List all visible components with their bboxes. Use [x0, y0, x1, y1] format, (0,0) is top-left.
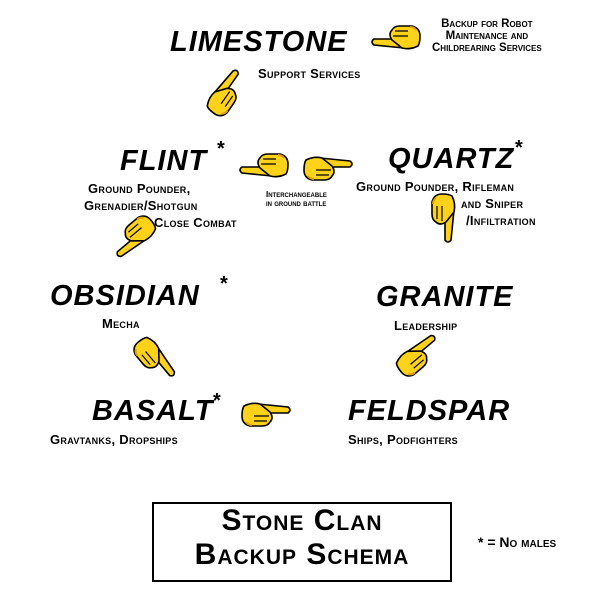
- note-line: Childrearing Services: [432, 42, 542, 54]
- node-limestone-name: LIMESTONE: [170, 26, 348, 58]
- note-line: Backup for Robot: [441, 18, 533, 30]
- node-basalt-name: BASALT: [92, 395, 214, 427]
- note-line: Interchangeable: [266, 190, 327, 199]
- pointing-hand-icon: [370, 24, 424, 54]
- desc-line: Close Combat: [154, 215, 237, 230]
- desc-line: and Sniper: [461, 196, 524, 211]
- node-feldspar-desc: Ships, Podfighters: [348, 432, 458, 447]
- note-line: Maintenance and: [445, 30, 529, 42]
- no-males-star: *: [213, 390, 221, 412]
- node-obsidian-name: OBSIDIAN: [50, 280, 200, 312]
- note-line: in ground battle: [266, 199, 327, 208]
- interchangeable-note: Interchangeable in ground battle: [266, 190, 327, 208]
- pointing-hand-icon: [300, 152, 354, 182]
- desc-line: Ground Pounder, Rifleman: [356, 179, 515, 194]
- pointing-hand-icon: [430, 190, 460, 244]
- desc-line: /Infiltration: [466, 213, 536, 228]
- pointing-hand-icon: [126, 328, 184, 389]
- pointing-hand-icon: [197, 62, 253, 123]
- desc-line: Grenadier/Shotgun: [84, 198, 198, 213]
- limestone-note: Backup for Robot Maintenance and Childre…: [432, 18, 542, 54]
- pointing-hand-icon: [238, 152, 292, 182]
- pointing-hand-icon: [105, 208, 166, 266]
- node-granite-desc: Leadership: [394, 318, 458, 333]
- node-basalt-desc: Gravtanks, Dropships: [50, 432, 178, 447]
- diagram-title: Stone Clan Backup Schema: [152, 502, 452, 582]
- pointing-hand-icon: [238, 398, 292, 428]
- desc-line: Ground Pounder,: [88, 181, 191, 196]
- no-males-star: *: [515, 137, 523, 159]
- node-granite-name: GRANITE: [376, 281, 514, 313]
- legend-no-males: * = No males: [478, 534, 557, 550]
- node-quartz-name: QUARTZ: [388, 143, 515, 175]
- title-line: Stone Clan: [221, 504, 383, 537]
- pointing-hand-icon: [387, 326, 448, 384]
- node-limestone-desc: Support Services: [258, 66, 361, 81]
- title-line: Backup Schema: [194, 538, 410, 571]
- node-feldspar-name: FELDSPAR: [348, 395, 511, 427]
- no-males-star: *: [220, 273, 228, 295]
- node-flint-name: FLINT: [120, 145, 208, 177]
- node-obsidian-desc: Mecha: [102, 316, 140, 331]
- no-males-star: *: [217, 138, 225, 160]
- node-flint-desc: Ground Pounder, Grenadier/Shotgun Close …: [84, 180, 237, 231]
- node-quartz-desc: Ground Pounder, Rifleman and Sniper /Inf…: [356, 178, 536, 229]
